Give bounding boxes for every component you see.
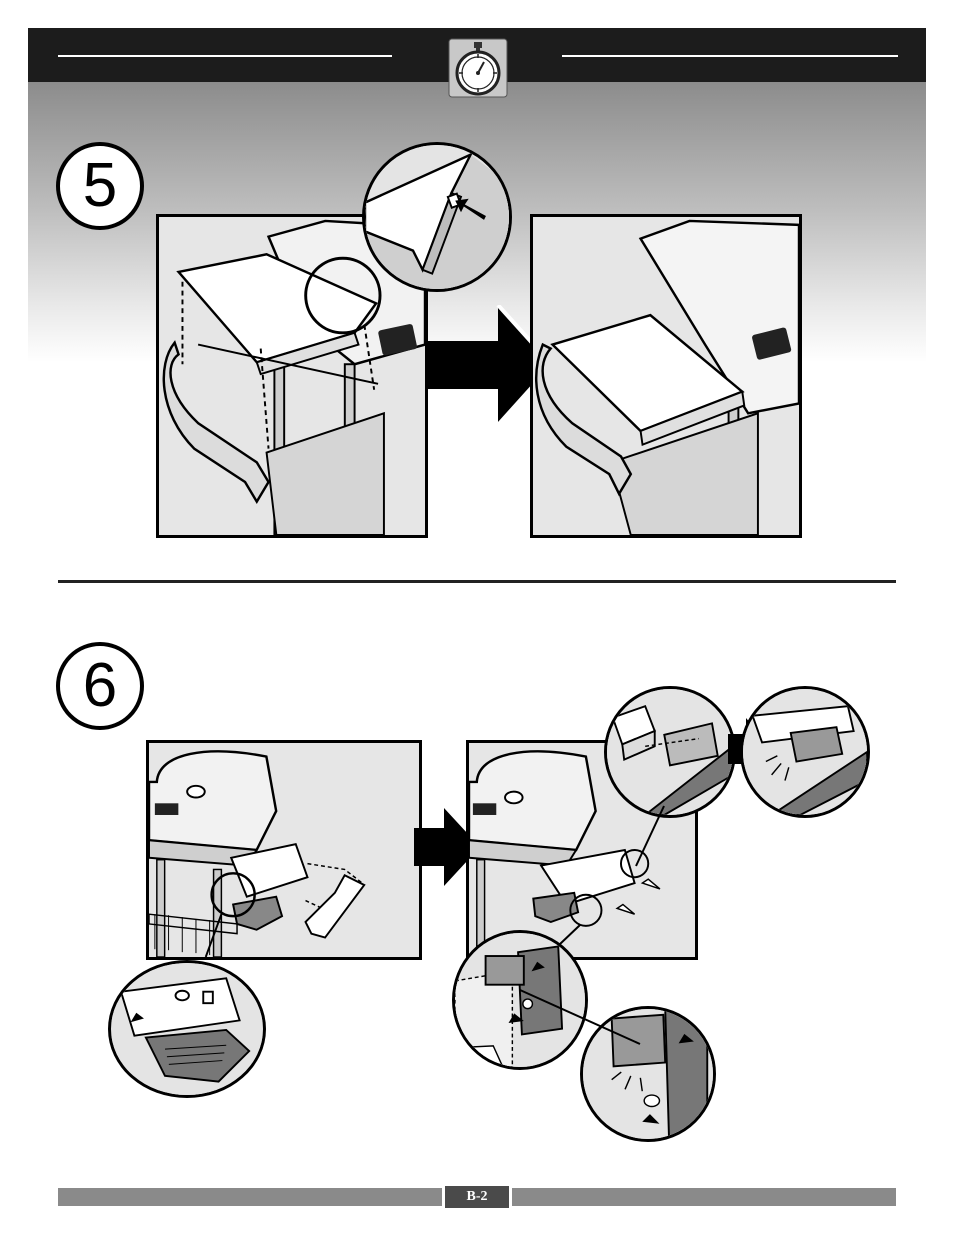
step-number-6: 6 [56,642,144,730]
step6-bracket-detail-magnifier-b [580,1006,716,1142]
stopwatch-icon [448,38,508,98]
step6-tray-detail-magnifier [108,960,266,1098]
section-divider [58,580,896,583]
header-rule-left [58,55,392,57]
step6-clip-detail-magnifier-b [740,686,870,818]
step5-detail-magnifier [362,142,512,292]
step5-after-illustration [530,214,802,538]
step-number-5: 5 [56,142,144,230]
footer-bar-right [512,1188,896,1206]
step6-before-illustration [146,740,422,960]
footer-bar-left [58,1188,442,1206]
page-number: B-2 [445,1186,509,1208]
header-rule-right [562,55,898,57]
step6-clip-detail-magnifier-a [604,686,736,818]
step6-bracket-detail-magnifier-a [452,930,588,1070]
